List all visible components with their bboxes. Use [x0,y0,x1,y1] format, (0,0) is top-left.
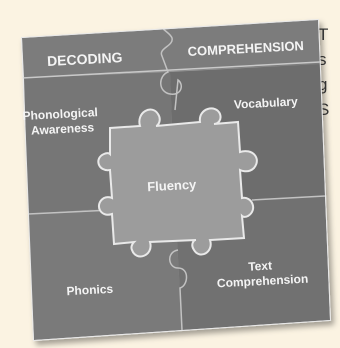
header-decoding-label: DECODING [47,49,123,69]
text-comprehension-line1: Text [248,258,272,273]
side-text-fragment: T s g S [318,22,329,122]
phonological-line1: Phonological [22,105,98,123]
fluency-label: Fluency [147,177,198,195]
phonics-label: Phonics [66,282,114,298]
side-text-line: S [318,100,330,119]
vocabulary-label: Vocabulary [234,94,299,111]
phonological-line2: Awareness [31,120,95,137]
seam-vertical [159,21,188,331]
text-comprehension-label: Text Comprehension [216,257,309,291]
side-text-line: s [318,50,327,69]
header-comprehension-label: COMPREHENSION [187,38,304,59]
header-band [22,20,320,78]
phonological-awareness-label: Phonological Awareness [22,105,102,138]
text-comprehension-line2: Comprehension [217,272,309,291]
center-piece [97,107,258,258]
side-text-line: g [318,75,328,94]
seam-header [22,61,321,79]
side-text-line: T [318,25,329,44]
seam-horizontal [27,195,326,215]
